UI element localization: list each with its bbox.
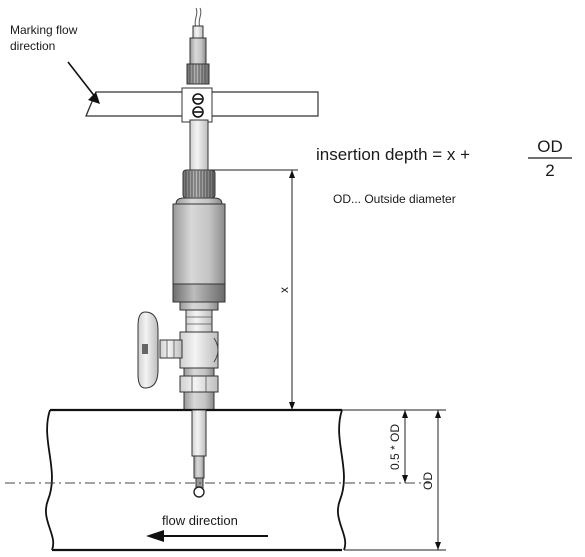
upper-shaft [189, 119, 209, 171]
formula-prefix: insertion depth = x + [316, 145, 470, 164]
formula-numerator: OD [537, 137, 563, 156]
dimension-od [344, 409, 446, 551]
marking-bar [85, 87, 319, 123]
cable [192, 7, 204, 41]
ball-valve [137, 309, 219, 389]
knurled-nut [182, 169, 216, 199]
marking-label-line2: direction [10, 39, 55, 53]
sensor-housing [172, 197, 226, 311]
formula: insertion depth = x + OD 2 [316, 137, 572, 180]
pipe [45, 408, 347, 552]
flow-arrow [146, 530, 268, 542]
dimension-x [210, 169, 298, 410]
od-note: OD... Outside diameter [333, 192, 456, 206]
dim-od-label: OD [421, 472, 435, 490]
dimension-half-od [342, 409, 412, 483]
marking-arrow [67, 61, 100, 104]
probe [191, 409, 207, 498]
marking-label-line1: Marking flow [10, 23, 78, 37]
flow-direction-label: flow direction [162, 513, 238, 528]
dim-half-od-label: 0.5 * OD [388, 424, 402, 470]
dim-x-label: x [277, 287, 291, 293]
clamp-screws [192, 93, 204, 118]
connector [186, 37, 210, 85]
lower-fitting [179, 367, 219, 411]
formula-denominator: 2 [545, 161, 554, 180]
